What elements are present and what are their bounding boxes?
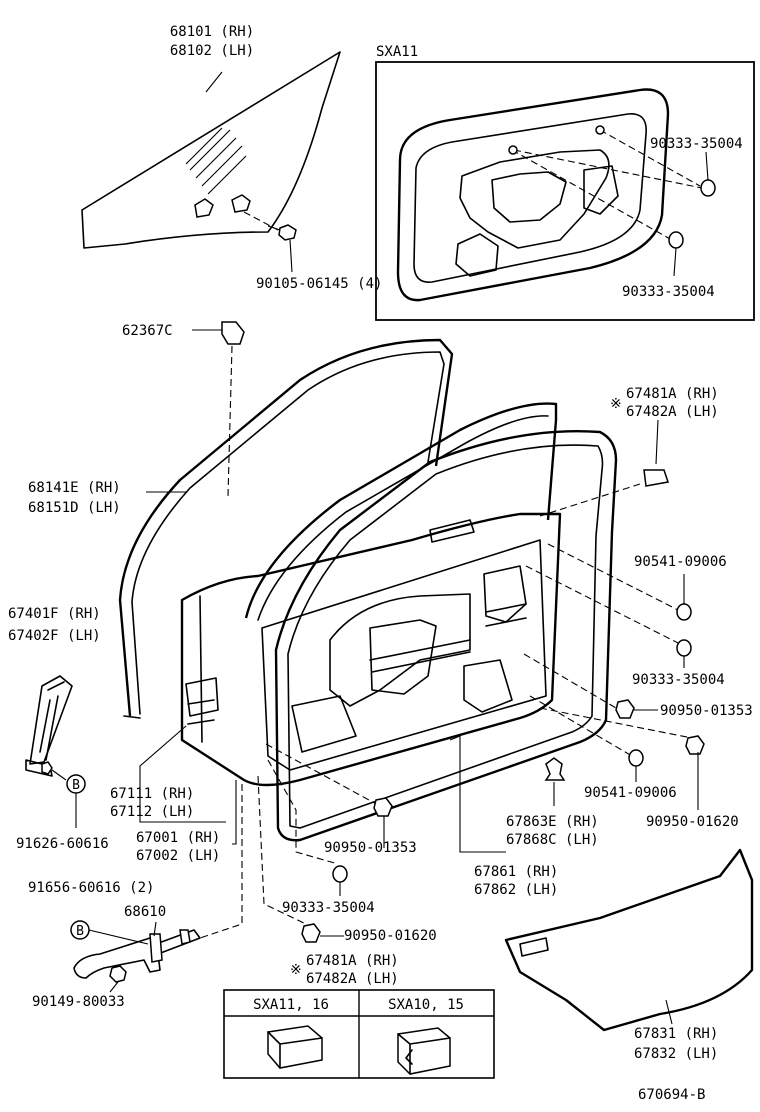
- label-hinge-rh: 67401F (RH): [8, 606, 101, 622]
- label-weather-rh: 67861 (RH): [474, 864, 558, 880]
- label-panel-lh: 67112 (LH): [110, 804, 194, 820]
- label-run-lh: 68151D (LH): [28, 500, 121, 516]
- label-plug-90541-a: 90541-09006: [634, 554, 727, 570]
- inset-label-a: 90333-35004: [650, 136, 743, 152]
- label-pad-rh: 67481A (RH): [626, 386, 719, 402]
- label-plug-90950-a: 90950-01353: [660, 703, 753, 719]
- label-pad-lh: 67482A (LH): [626, 404, 719, 420]
- label-glass-lh: 68102 (LH): [170, 43, 254, 59]
- label-clip-623: 62367C: [122, 323, 173, 339]
- label-clip-rh: 67863E (RH): [506, 814, 599, 830]
- table-title-lh: 67482A (LH): [306, 971, 399, 987]
- label-run-rh: 68141E (RH): [28, 480, 121, 496]
- door-glass: [81, 51, 341, 249]
- bolt-b-mark-2: B: [76, 924, 84, 939]
- label-hinge-lh: 67402F (LH): [8, 628, 101, 644]
- door-shell: [180, 402, 562, 787]
- label-check-686: 68610: [124, 904, 166, 920]
- bolt-b-mark-1: B: [72, 778, 80, 793]
- label-plug-90950-b: 90950-01620: [646, 814, 739, 830]
- figure-code: 670694-B: [638, 1087, 705, 1103]
- pad-mark: ※: [610, 396, 622, 412]
- label-glass-rh: 68101 (RH): [170, 24, 254, 40]
- label-glass-bolt: 90105-06145 (4): [256, 276, 382, 292]
- service-hole-cover: [504, 848, 754, 1032]
- label-bolt-90149: 90149-80033: [32, 994, 125, 1010]
- label-plug-90950-d: 90950-01620: [344, 928, 437, 944]
- label-door-rh: 67001 (RH): [136, 830, 220, 846]
- label-plug-90333-a: 90333-35004: [632, 672, 725, 688]
- inset-sxa11: SXA11 90333-35004 90333-35004: [375, 44, 755, 321]
- label-bolt-91626: 91626-60616: [16, 836, 109, 852]
- inset-title: SXA11: [376, 44, 418, 60]
- run-channel: [118, 338, 454, 719]
- label-door-lh: 67002 (LH): [136, 848, 220, 864]
- table-mark: ※: [290, 962, 302, 978]
- door-check: [73, 929, 201, 983]
- table-col1: SXA11, 16: [253, 997, 329, 1013]
- label-plug-90333-b: 90333-35004: [282, 900, 375, 916]
- label-weather-lh: 67862 (LH): [474, 882, 558, 898]
- inset-label-b: 90333-35004: [622, 284, 715, 300]
- label-bolt-91656: 91656-60616 (2): [28, 880, 154, 896]
- weatherstrip: [274, 429, 618, 842]
- label-panel-rh: 67111 (RH): [110, 786, 194, 802]
- label-plug-90950-c: 90950-01353: [324, 840, 417, 856]
- hinge: [25, 675, 73, 777]
- pad-table: ※ 67481A (RH) 67482A (LH) SXA11, 16 SXA1…: [223, 953, 495, 1079]
- table-col2: SXA10, 15: [388, 997, 464, 1013]
- label-plug-90541-b: 90541-09006: [584, 785, 677, 801]
- label-clip-lh: 67868C (LH): [506, 832, 599, 848]
- table-title-rh: 67481A (RH): [306, 953, 399, 969]
- label-cover-rh: 67831 (RH): [634, 1026, 718, 1042]
- label-cover-lh: 67832 (LH): [634, 1046, 718, 1062]
